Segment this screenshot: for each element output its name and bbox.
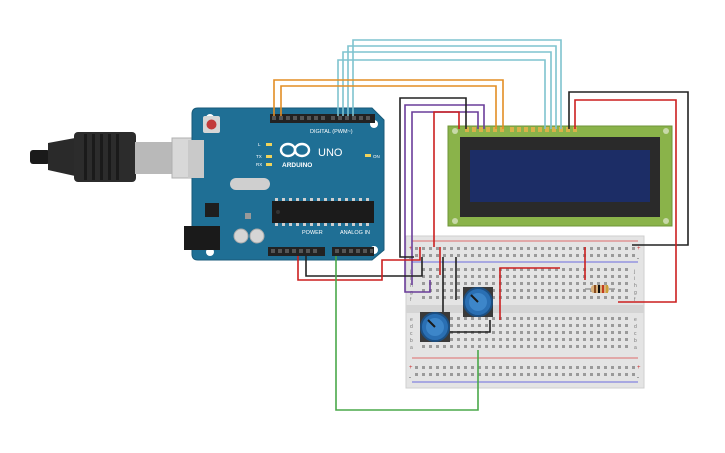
row-letter: j bbox=[633, 269, 635, 275]
on-led-label: ON bbox=[373, 154, 380, 159]
row-letter: e bbox=[634, 317, 637, 323]
wires-teal[interactable] bbox=[337, 39, 562, 129]
atmega-chip bbox=[272, 201, 374, 223]
rail-plus-left-top: + bbox=[409, 246, 413, 252]
row-letter: h bbox=[410, 283, 413, 289]
rail-minus-left-top: - bbox=[409, 256, 411, 262]
usb-cable[interactable] bbox=[30, 132, 203, 182]
row-letter: b bbox=[634, 338, 637, 344]
board-model: UNO bbox=[318, 147, 343, 159]
arduino-uno-board[interactable]: DIGITAL (PWM~) L TX RX ON ARDUINO UNO bbox=[184, 107, 385, 261]
arduino-infinity-logo bbox=[279, 142, 311, 158]
digital-header-label: DIGITAL (PWM~) bbox=[310, 129, 353, 135]
rail-minus-right-top: - bbox=[637, 256, 639, 262]
row-letter: f bbox=[410, 297, 412, 303]
row-letter: g bbox=[634, 290, 637, 296]
row-letter: f bbox=[634, 297, 636, 303]
row-letter: b bbox=[410, 338, 413, 344]
lcd-screen bbox=[470, 150, 650, 202]
rail-minus-left-bottom: - bbox=[409, 375, 411, 381]
row-letter: d bbox=[634, 324, 637, 330]
potentiometer-left[interactable] bbox=[420, 312, 450, 342]
wires-orange[interactable] bbox=[273, 79, 504, 129]
potentiometer-right[interactable] bbox=[463, 287, 493, 317]
power-header-label: POWER bbox=[302, 230, 323, 236]
wires-red[interactable] bbox=[297, 99, 677, 320]
row-letter: a bbox=[634, 345, 637, 351]
row-letter: c bbox=[634, 331, 637, 337]
row-letter: i bbox=[410, 276, 411, 282]
row-letter: a bbox=[410, 345, 413, 351]
row-letter: d bbox=[410, 324, 413, 330]
rail-plus-right-bottom: + bbox=[637, 365, 641, 371]
row-letter: h bbox=[634, 283, 637, 289]
row-letter: e bbox=[410, 317, 413, 323]
resistor[interactable] bbox=[585, 285, 615, 293]
row-letter: j bbox=[409, 269, 411, 275]
lcd-pin-header[interactable] bbox=[465, 127, 577, 132]
led-label-l: L bbox=[258, 142, 261, 147]
analog-header-label: ANALOG IN bbox=[340, 230, 370, 236]
row-letter: i bbox=[634, 276, 635, 282]
wire-green[interactable] bbox=[335, 256, 479, 411]
wires-black[interactable] bbox=[305, 91, 689, 333]
arduino-brand: ARDUINO bbox=[282, 162, 312, 169]
rail-plus-right-top: + bbox=[637, 246, 641, 252]
rail-minus-right-bottom: - bbox=[637, 375, 639, 381]
power-jack[interactable] bbox=[184, 226, 220, 250]
power-header[interactable] bbox=[268, 247, 325, 256]
row-letter: c bbox=[410, 331, 413, 337]
rail-plus-left-bottom: + bbox=[409, 365, 413, 371]
lcd-16x2-display[interactable] bbox=[447, 125, 673, 227]
led-label-tx: TX bbox=[256, 154, 262, 159]
row-letter: g bbox=[410, 290, 413, 296]
led-label-rx: RX bbox=[256, 162, 262, 167]
